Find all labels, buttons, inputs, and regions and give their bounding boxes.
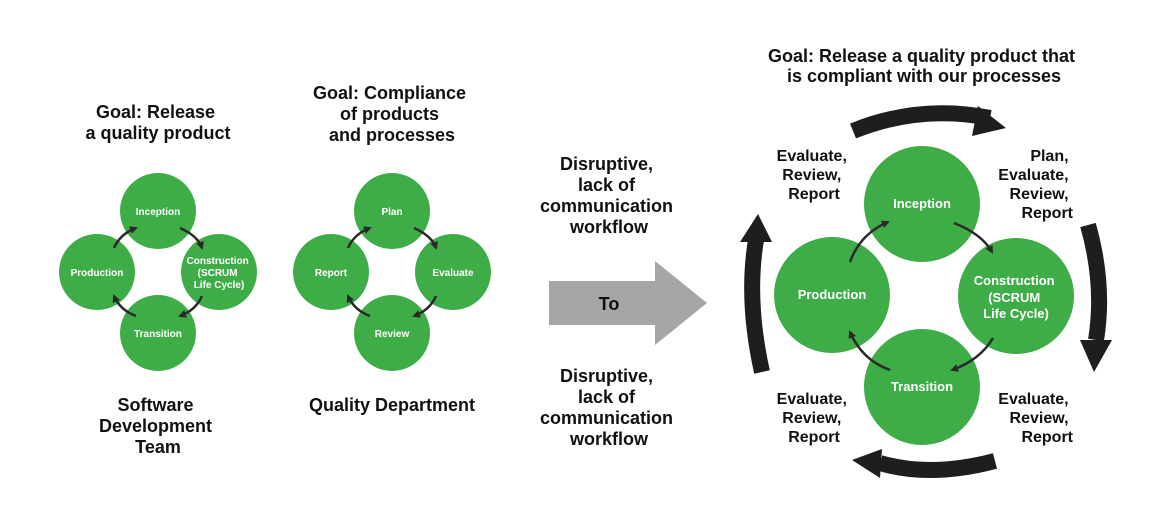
transition-arrow-label: To [599,294,620,314]
combined-node-production [774,237,890,353]
transition-arrow [549,261,707,345]
combined-label-production: Production [798,287,867,302]
dev-label-production: Production [71,268,124,279]
quality-goal: Goal: Compliance of products and process… [313,83,471,145]
combined-goal: Goal: Release a quality product that is … [768,46,1080,86]
outer-arrow-bottom-head [852,449,882,478]
qa-node-evaluate [415,234,491,310]
middle-section: Disruptive, lack of communication workfl… [540,154,707,449]
combined-arrow-inception-construction [953,221,994,254]
outer-arrow-top [850,105,992,139]
combined-node-transition [864,329,980,445]
dev-team-cycle: Inception Construction (SCRUM Life Cycle… [59,173,257,371]
combined-label-inception: Inception [893,196,951,211]
combined-label-transition: Transition [891,379,953,394]
qa-node-plan [354,173,430,249]
dev-node-transition [120,295,196,371]
dev-label-transition: Transition [134,329,182,340]
dev-team-name: Software Development Team [99,395,217,457]
qa-label-review: Review [375,329,410,340]
combined-arrow-construction-transition [950,337,995,372]
middle-top-text: Disruptive, lack of communication workfl… [540,154,678,237]
qa-node-report [293,234,369,310]
outer-arrow-right-head [1080,340,1112,372]
qa-arrow-evaluate-review [412,295,438,318]
combined-section: Goal: Release a quality product that is … [740,46,1112,479]
quality-dept-section: Goal: Compliance of products and process… [293,83,491,415]
outer-arrow-bottom [877,453,998,479]
dev-arrow-construction-transition [178,295,204,318]
dev-label-inception: Inception [136,207,180,218]
side-label-bottom-left: Evaluate, Review, Report [777,391,852,446]
dev-arrow-inception-construction [179,226,204,250]
qa-arrow-report-plan [346,226,372,249]
quality-dept-name: Quality Department [309,395,475,415]
qa-arrow-plan-evaluate [413,226,438,250]
side-label-top-right: Plan, Evaluate, Review, Report [998,148,1073,222]
combined-arrow-production-inception [848,220,890,263]
dev-team-goal: Goal: Release a quality product [85,102,230,143]
combined-cycle: Inception Construction (SCRUM Life Cycle… [774,146,1074,445]
dev-arrow-transition-production [112,294,137,318]
outer-arrow-top-head [972,106,1006,136]
combined-node-construction [958,238,1074,354]
combined-label-construction: Construction (SCRUM Life Cycle) [974,273,1059,321]
outer-arrow-left [744,238,770,374]
dev-node-construction [181,234,257,310]
outer-arrow-right [1080,222,1108,342]
qa-arrow-review-report [346,294,371,318]
dev-team-section: Goal: Release a quality product Inceptio… [59,102,257,457]
qa-label-evaluate: Evaluate [432,268,474,279]
middle-bottom-text: Disruptive, lack of communication workfl… [540,366,678,449]
outer-cycle-arrows [740,105,1112,479]
side-label-bottom-right: Evaluate, Review, Report [998,391,1073,446]
combined-arrow-transition-production [848,330,891,372]
side-label-top-left: Evaluate, Review, Report [777,148,852,203]
dev-label-construction: Construction (SCRUM Life Cycle) [187,256,252,291]
quality-cycle: Plan Evaluate Review Report [293,173,491,371]
dev-node-inception [120,173,196,249]
qa-node-review [354,295,430,371]
dev-node-production [59,234,135,310]
qa-label-report: Report [315,268,348,279]
dev-arrow-production-inception [112,226,138,249]
qa-label-plan: Plan [381,207,402,218]
combined-node-inception [864,146,980,262]
outer-arrow-left-head [740,214,772,242]
